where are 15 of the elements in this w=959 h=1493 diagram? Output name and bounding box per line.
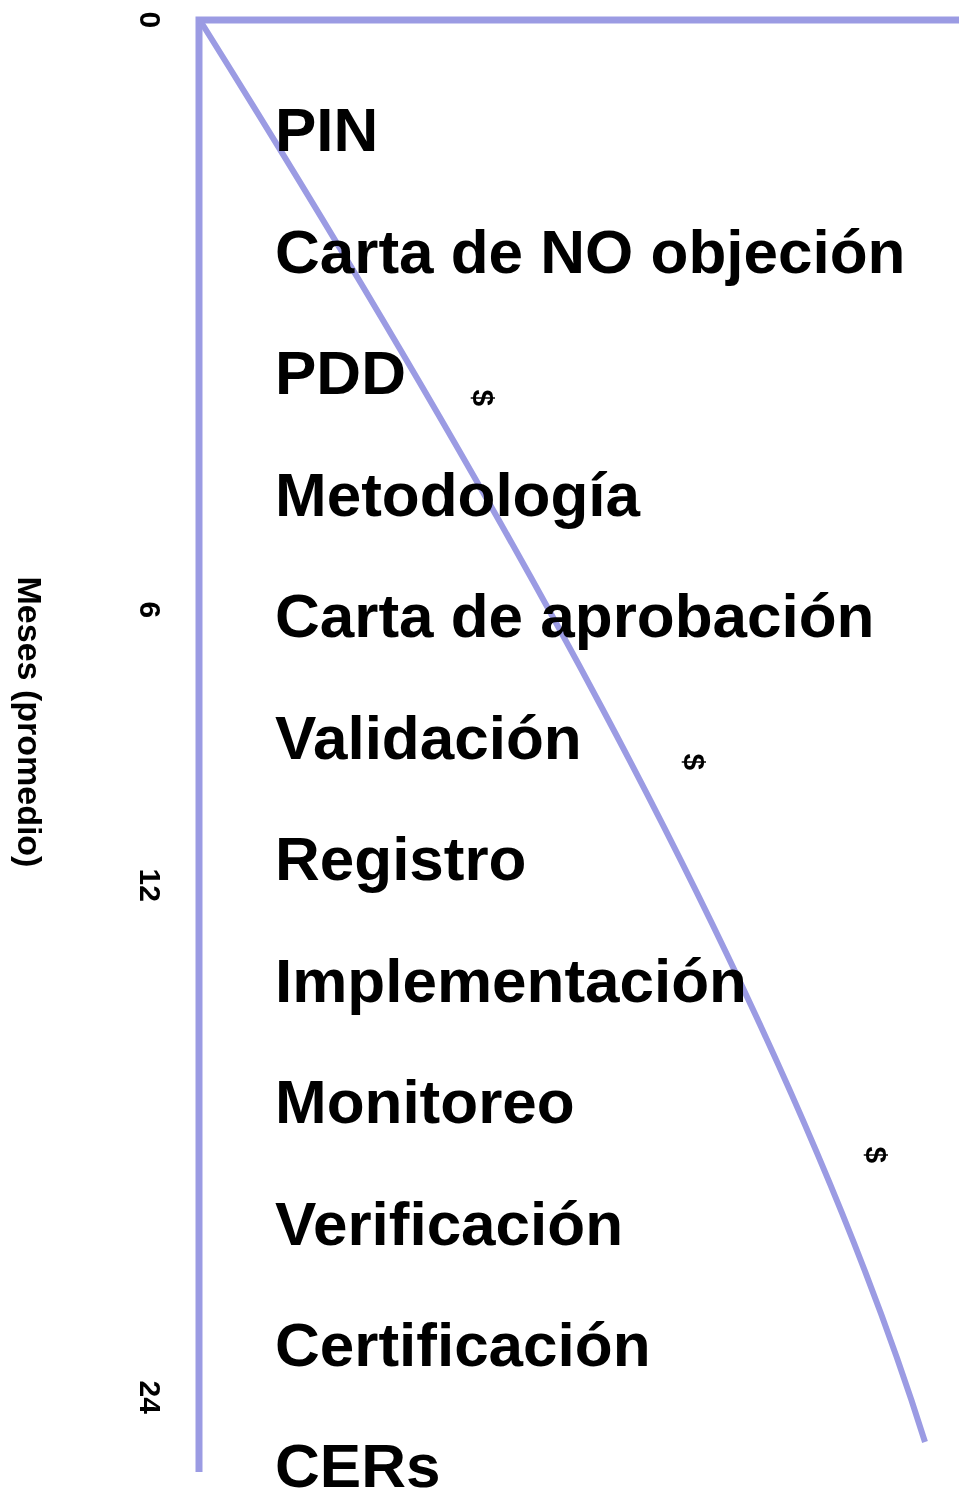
dollar-sign: $ <box>468 389 498 407</box>
axis-tick-label: 24 <box>135 1380 165 1414</box>
dollar-sign: $ <box>679 753 709 771</box>
step-label: Monitoreo <box>275 1071 575 1133</box>
dollar-sign: $ <box>861 1146 891 1164</box>
step-label: Validación <box>275 707 582 769</box>
axis-tick-label: 6 <box>135 601 165 619</box>
step-label: Certificación <box>275 1314 651 1376</box>
step-label: CERs <box>275 1435 441 1493</box>
axis-tick-label: 12 <box>135 868 165 902</box>
axis-title: Meses (promedio) <box>13 576 47 868</box>
axis-tick-label: 0 <box>135 11 165 29</box>
step-label: Verificación <box>275 1193 624 1255</box>
step-label: PDD <box>275 342 406 404</box>
step-label: PIN <box>275 99 379 161</box>
